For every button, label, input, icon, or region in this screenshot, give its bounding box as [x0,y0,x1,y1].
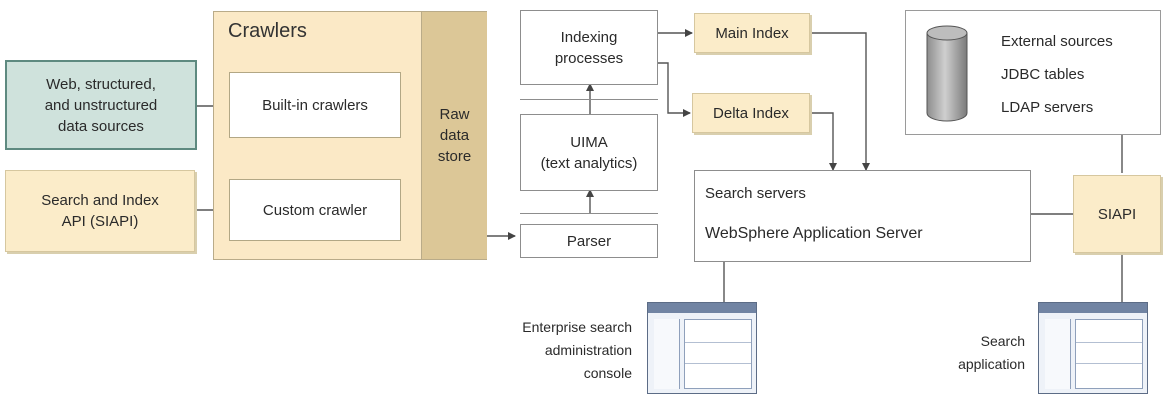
window-titlebar [1039,303,1147,313]
raw-data-store: Raw data store [421,12,487,259]
search-servers-label: Search servers [705,185,806,202]
custom-crawler-box: Custom crawler [229,179,401,241]
window-sidebar [1045,319,1071,389]
admin-console-caption: Enterprise search administration console [470,316,632,385]
external-source-item: JDBC tables [1001,66,1085,83]
crawlers-title: Crawlers [228,20,307,42]
raw-data-store-label: Raw data store [437,106,472,165]
stack-divider [520,190,658,191]
delta-index-label: Delta Index [713,104,789,122]
database-icon [926,25,968,122]
parser-box: Parser [520,224,658,258]
indexing-to-delta-arrow [656,62,691,117]
admin-console-window-icon [647,302,757,394]
builtin-crawlers-label: Built-in crawlers [262,96,368,114]
siapi-box: SIAPI [1073,175,1161,253]
external-sources-box: External sources JDBC tables LDAP server… [905,10,1161,135]
delta-index-box: Delta Index [692,93,810,133]
search-app-caption: Search application [905,330,1025,376]
main-index-box: Main Index [694,13,810,53]
builtin-crawlers-box: Built-in crawlers [229,72,401,138]
delta-to-search-arrow [810,112,837,171]
stack-divider [520,213,658,214]
siapi-label: SIAPI [1097,205,1137,223]
siapi-source-label: Search and Index API (SIAPI) [41,192,159,230]
search-servers-box: Search servers WebSphere Application Ser… [694,170,1031,262]
stack-divider [520,99,658,100]
window-titlebar [648,303,756,313]
window-sidebar [654,319,680,389]
siapi-source-box: Search and Index API (SIAPI) [5,170,195,252]
stack-divider [520,84,658,85]
web-data-sources-label: Web, structured, and unstructured data s… [44,75,158,135]
search-app-label: Search application [958,333,1025,372]
websphere-label: WebSphere Application Server [705,225,923,242]
external-source-item: External sources [1001,33,1113,50]
main-index-label: Main Index [715,24,789,42]
search-app-window-icon [1038,302,1148,394]
external-source-item: LDAP servers [1001,99,1094,116]
window-content [1075,319,1143,389]
custom-crawler-label: Custom crawler [262,201,368,219]
external-sources-list: External sources JDBC tables LDAP server… [1001,25,1113,124]
admin-console-label: Enterprise search administration console [522,319,632,381]
uima-label: UIMA (text analytics) [540,133,638,172]
window-content [684,319,752,389]
indexing-processes-label: Indexing processes [554,28,624,67]
main-to-search-arrow [810,32,870,171]
uima-box: UIMA (text analytics) [520,114,658,190]
web-data-sources-box: Web, structured, and unstructured data s… [5,60,197,150]
parser-label: Parser [566,232,612,250]
indexing-processes-box: Indexing processes [520,10,658,84]
